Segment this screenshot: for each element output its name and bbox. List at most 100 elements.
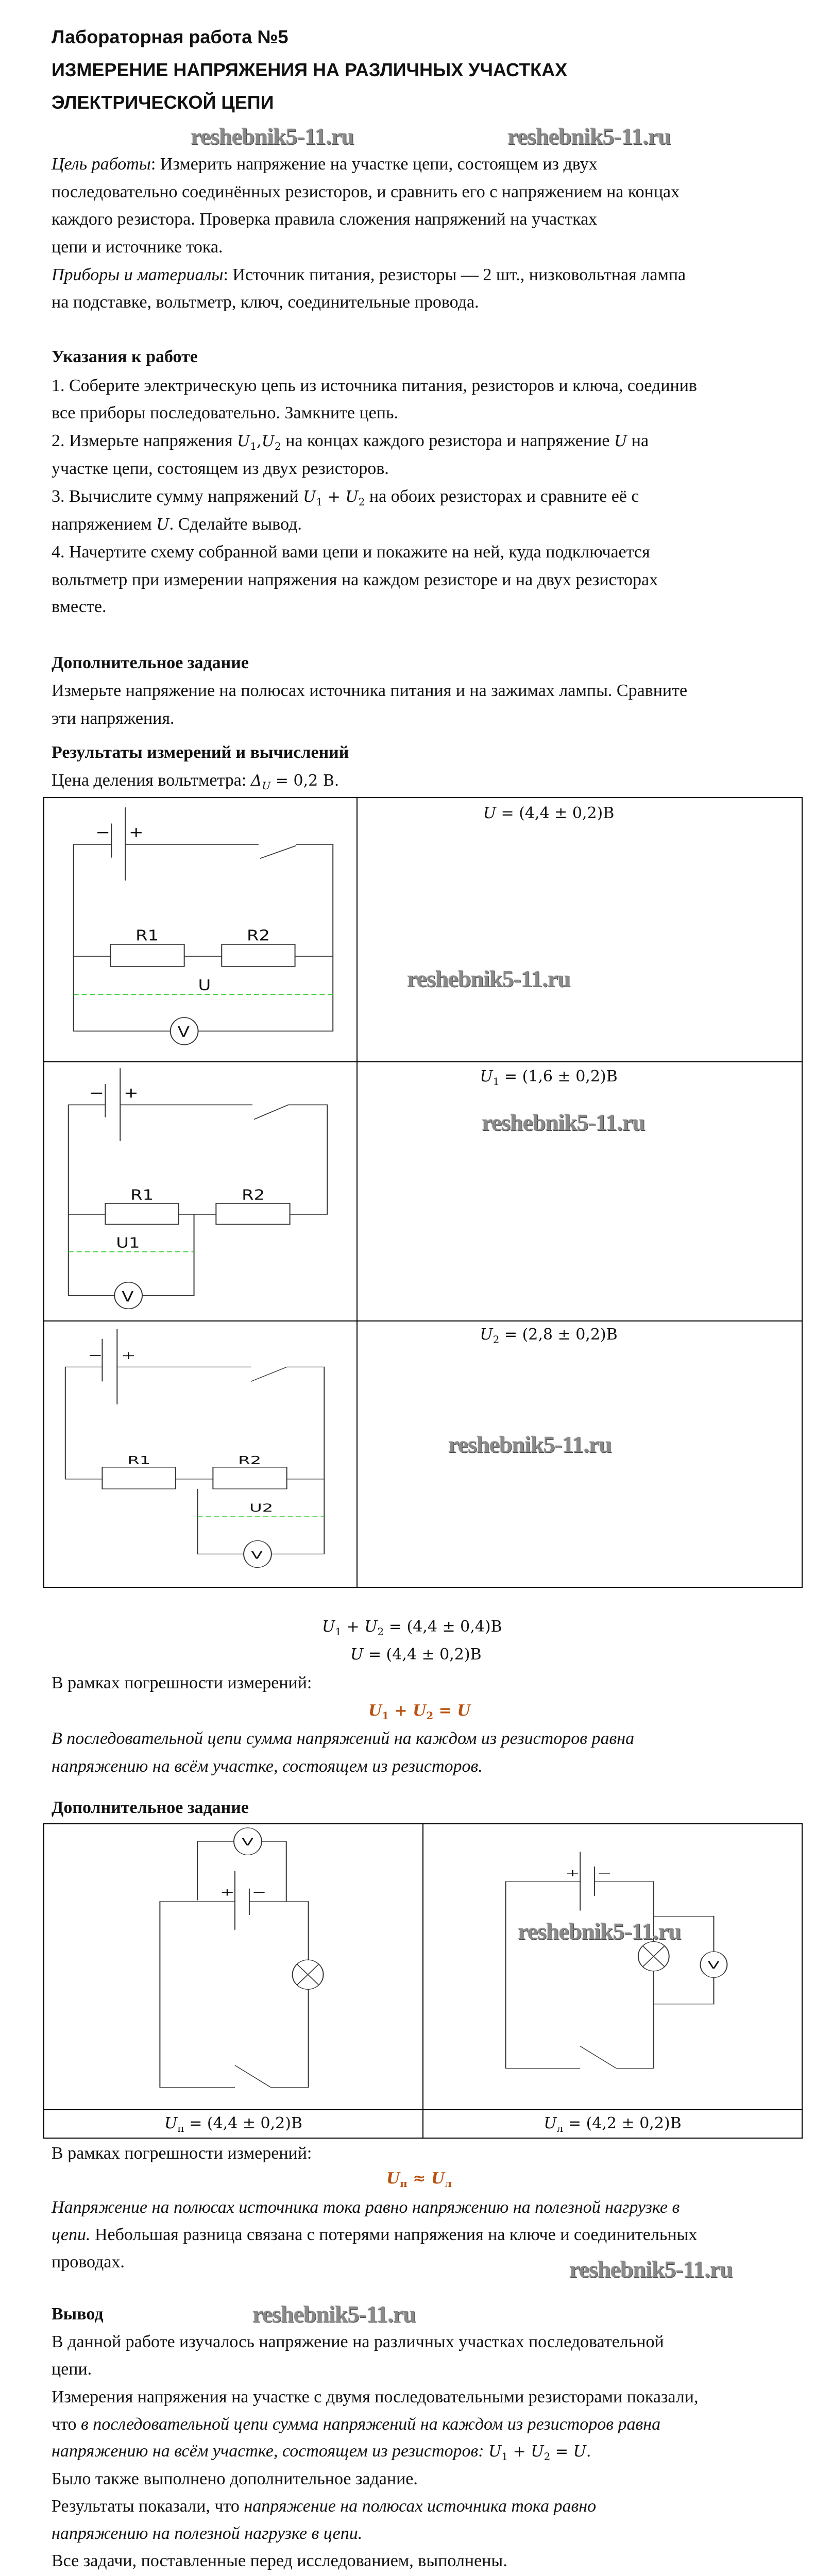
svg-text:U1: U1 <box>116 1235 140 1251</box>
goal-line: каждого резистора. Проверка правила слож… <box>52 210 598 229</box>
conclusion-line: напряжению на полезной нагрузке в цепи. <box>52 2524 363 2543</box>
extra-conclusion-line: проводах. <box>52 2252 125 2272</box>
svg-text:+: + <box>121 1349 135 1362</box>
instruction-line: все приборы последовательно. Замкните це… <box>52 403 398 422</box>
conclusion-line: В данной работе изучалось напряжение на … <box>52 2332 664 2351</box>
formula-sum-result: U1 + U2 = (4,4 ± 0,4)В <box>322 1618 502 1638</box>
circuit-diagram-lamp: + − V <box>505 1852 728 2069</box>
result-cell-u2: U2 = (2,8 ± 0,2)В <box>356 1320 803 1588</box>
result-cell-ul: Uл = (4,2 ± 0,2)В <box>422 2109 803 2139</box>
extra-conclusion-line: цепи. Небольшая разница связана с потеря… <box>52 2225 698 2244</box>
results-conclusion-line: В последовательной цепи сумма напряжений… <box>52 1729 635 1748</box>
formula-sum: U1 + U2 <box>303 488 365 508</box>
svg-text:R2: R2 <box>247 927 270 944</box>
extra-conclusion-line: Напряжение на полюсах источника тока рав… <box>52 2198 680 2217</box>
watermark: reshebnik5-11.ru <box>407 965 571 992</box>
instruction-line: вольтметр при измерении напряжения на ка… <box>52 570 658 589</box>
svg-text:+: + <box>129 824 143 841</box>
svg-text:−: − <box>90 1085 104 1101</box>
conclusion-line: Было также выполнено дополнительное зада… <box>52 2469 418 2488</box>
svg-text:V: V <box>707 1959 719 1971</box>
svg-text:R2: R2 <box>238 1454 261 1467</box>
svg-text:−: − <box>96 824 110 841</box>
conclusion-line: Измерения напряжения на участке с двумя … <box>52 2387 699 2406</box>
goal-line: последовательно соединённых резисторов, … <box>52 182 680 201</box>
voltmeter-scale: Цена деления вольтметра: ΔU = 0,2 В. <box>52 771 339 792</box>
instruction-line: 4. Начертите схему собранной вами цепи и… <box>52 543 650 562</box>
watermark: reshebnik5-11.ru <box>507 123 671 149</box>
extra-task-line: Измерьте напряжение на полюсах источника… <box>52 681 688 700</box>
goal-text: : Измерить напряжение на участке цепи, с… <box>150 155 598 174</box>
svg-text:R1: R1 <box>127 1454 150 1467</box>
svg-text:R1: R1 <box>130 1187 154 1204</box>
svg-text:−: − <box>252 1886 266 1898</box>
materials-line: Приборы и материалы: Источник питания, р… <box>52 264 686 286</box>
result-u1: U1 = (1,6 ± 0,2)В <box>480 1067 618 1088</box>
extra-task-line: эти напряжения. <box>52 709 175 728</box>
circuit-diagram-source: V +− <box>159 1827 324 2088</box>
text: на обоих резисторах и сравните её с <box>365 487 639 506</box>
svg-text:−: − <box>597 1867 612 1879</box>
formula-u: U <box>614 432 627 450</box>
svg-text:R2: R2 <box>242 1187 265 1204</box>
circuit-cell-u1: − + R1 R2 U1 V <box>43 1061 358 1321</box>
watermark: reshebnik5-11.ru <box>191 123 354 149</box>
text: на концах каждого резистора и напряжение <box>281 431 614 450</box>
result-u2: U2 = (2,8 ± 0,2)В <box>480 1326 618 1346</box>
watermark: reshebnik5-11.ru <box>569 2256 733 2282</box>
watermark: reshebnik5-11.ru <box>482 1109 646 1136</box>
conclusion-line: цепи. <box>52 2360 92 2379</box>
text: напряжением <box>52 515 157 534</box>
conclusion-line: напряжению на всём участке, состоящем из… <box>52 2442 591 2463</box>
svg-text:V: V <box>122 1289 133 1305</box>
instruction-line: 3. Вычислите сумму напряжений U1 + U2 на… <box>52 485 639 513</box>
circuit-diagram-u1: − + R1 R2 U1 V <box>67 1068 328 1310</box>
instruction-line: вместе. <box>52 597 107 616</box>
watermark: reshebnik5-11.ru <box>448 1431 612 1458</box>
conclusion-line: Результаты показали, что напряжение на п… <box>52 2497 597 2516</box>
results-conclusion-line: напряжению на всём участке, состоящем из… <box>52 1757 483 1776</box>
instruction-line: 1. Соберите электрическую цепь из источн… <box>52 376 697 395</box>
lab-title: Лабораторная работа №5 <box>52 26 288 47</box>
svg-text:+: + <box>124 1085 138 1101</box>
formula-u1-u2: U1,U2 <box>237 432 281 452</box>
svg-text:+: + <box>565 1867 580 1879</box>
formula-up-approx-ul: Uп ≈ Uл <box>386 2170 452 2190</box>
formula-u: U <box>156 516 169 534</box>
goal-label: Цель работы <box>52 155 151 174</box>
text: 2. Измерьте напряжения <box>52 431 237 450</box>
result-up: Uп = (4,4 ± 0,2)В <box>164 2114 302 2134</box>
result-cell-u1: U1 = (1,6 ± 0,2)В <box>356 1061 803 1321</box>
result-cell-up: Uп = (4,4 ± 0,2)В <box>43 2109 423 2139</box>
formula-u-result: U = (4,4 ± 0,2)В <box>350 1646 482 1664</box>
text: 3. Вычислите сумму напряжений <box>52 487 303 506</box>
materials-text: : Источник питания, резисторы — 2 шт., н… <box>223 265 686 284</box>
materials-label: Приборы и материалы <box>52 265 224 284</box>
conclusion-line: что в последовательной цепи сумма напряж… <box>52 2415 661 2434</box>
watermark: reshebnik5-11.ru <box>252 2301 416 2327</box>
results-heading: Результаты измерений и вычислений <box>52 743 349 762</box>
goal-line: Цель работы: Измерить напряжение на учас… <box>52 153 598 176</box>
svg-text:V: V <box>251 1549 263 1562</box>
svg-text:−: − <box>88 1349 103 1362</box>
materials-line: на подставке, вольтметр, ключ, соедините… <box>52 293 479 312</box>
svg-text:U: U <box>198 977 211 994</box>
circuit-cell-lamp: + − V <box>422 1823 803 2110</box>
result-cell-u: U = (4,4 ± 0,2)В <box>356 797 803 1062</box>
within-error-text: В рамках погрешности измерений: <box>52 2144 312 2163</box>
svg-text:V: V <box>178 1024 190 1041</box>
result-ul: Uл = (4,2 ± 0,2)В <box>544 2114 682 2134</box>
conclusion-line: Все задачи, поставленные перед исследова… <box>52 2551 507 2570</box>
within-error-text: В рамках погрешности измерений: <box>52 1673 312 1692</box>
instruction-line: участке цепи, состоящем из двух резистор… <box>52 459 389 478</box>
instruction-line: 2. Измерьте напряжения U1,U2 на концах к… <box>52 430 649 457</box>
lab-subtitle-line2: ЭЛЕКТРИЧЕСКОЙ ЦЕПИ <box>52 92 274 113</box>
result-u: U = (4,4 ± 0,2)В <box>483 804 615 822</box>
conclusion-heading: Вывод <box>52 2304 104 2324</box>
lab-subtitle-line1: ИЗМЕРЕНИЕ НАПРЯЖЕНИЯ НА РАЗЛИЧНЫХ УЧАСТК… <box>52 59 568 80</box>
text: . Сделайте вывод. <box>169 515 302 534</box>
